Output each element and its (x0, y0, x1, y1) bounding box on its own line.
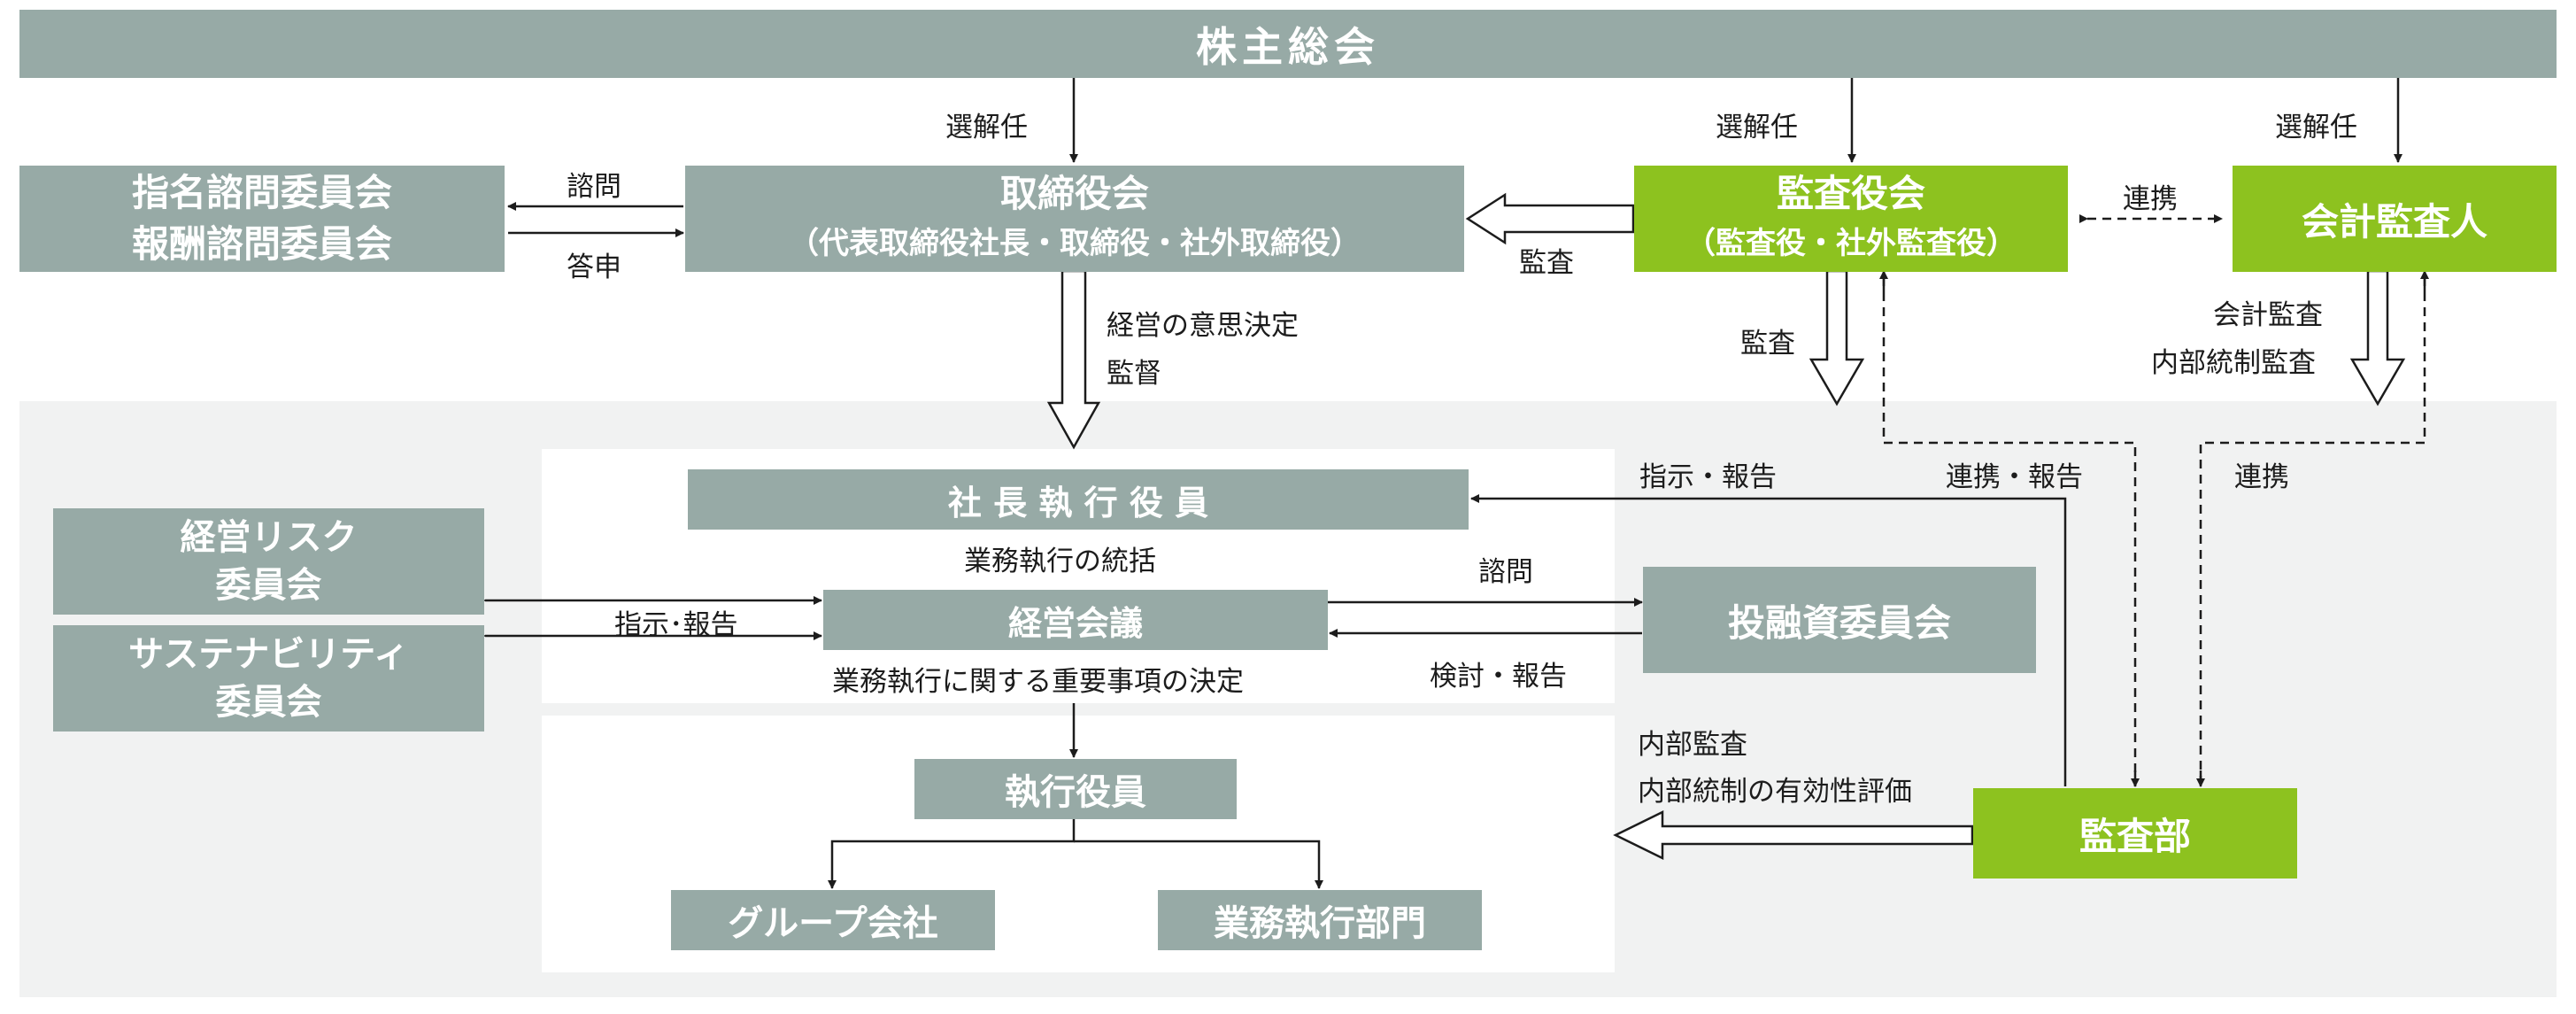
management-meeting-box: 経営会議 (823, 590, 1328, 650)
instruct-report-president-label: 指示・報告 (1639, 461, 1777, 493)
nomination-remuneration-committee-box: 指名諮問委員会 報酬諮問委員会 (19, 166, 505, 272)
remuneration-committee-label: 報酬諮問委員会 (131, 222, 392, 266)
audit-down-hollow-arrow (1809, 269, 1865, 406)
audit-board-subtitle: （監査役・社外監査役） (1685, 226, 2017, 261)
audit-to-board-hollow-arrow (1465, 192, 1635, 245)
accounting-audit-hollow-arrow (2349, 269, 2406, 406)
board-to-execution-hollow-arrow (1046, 269, 1101, 450)
executive-officers-label: 執行役員 (1005, 772, 1146, 813)
internal-audit-hollow-arrow (1613, 809, 1974, 861)
accounting-audit-label: 会計監査 (2213, 299, 2323, 331)
management-risk-label-2: 委員会 (215, 565, 322, 606)
instruct-report-path (1470, 494, 2067, 786)
president-role-label: 業務執行の統括 (964, 546, 1156, 577)
elect-accountant-label: 選解任 (2275, 112, 2357, 143)
consult-committee-label: 諮問 (567, 171, 621, 203)
business-divisions-label: 業務執行部門 (1214, 903, 1426, 944)
board-of-directors-box: 取締役会 （代表取締役社長・取締役・社外取締役） (685, 166, 1464, 272)
sustainability-label-1: サステナビリティ (128, 634, 409, 675)
instruct-report-left-label: 指示･報告 (614, 609, 738, 641)
accounting-auditor-label: 会計監査人 (2301, 199, 2487, 244)
consult-investment-label: 諮問 (1478, 556, 1533, 588)
executive-officers-box: 執行役員 (914, 759, 1237, 819)
audit-board-title: 監査役会 (1776, 172, 1925, 215)
cooperation-top-label: 連携 (2123, 183, 2178, 215)
accounting-auditor-box: 会計監査人 (2233, 166, 2557, 272)
group-companies-box: グループ会社 (671, 890, 995, 950)
supervision-label: 監督 (1107, 358, 1161, 390)
president-box: 社 長 執 行 役 員 (688, 469, 1469, 530)
meeting-role-label: 業務執行に関する重要事項の決定 (832, 666, 1244, 698)
audit-down-label: 監査 (1740, 328, 1795, 360)
audit-department-box: 監査部 (1973, 788, 2297, 879)
elect-board-label: 選解任 (945, 112, 1028, 143)
sustainability-label-2: 委員会 (215, 682, 322, 723)
management-risk-committee-box: 経営リスク 委員会 (53, 508, 484, 615)
cooperation-report-label: 連携・報告 (1946, 461, 2083, 493)
accountant-cooperation-path (2199, 277, 2426, 786)
review-report-label: 検討・報告 (1430, 661, 1567, 693)
cooperation-right-label: 連携 (2234, 461, 2289, 493)
general-meeting-label: 株主総会 (1196, 22, 1380, 71)
audit-department-label: 監査部 (2079, 814, 2191, 858)
internal-control-eval-label: 内部統制の有効性評価 (1638, 776, 1912, 808)
investment-committee-box: 投融資委員会 (1643, 567, 2036, 673)
group-companies-label: グループ会社 (728, 903, 938, 944)
investment-committee-label: 投融資委員会 (1727, 600, 1951, 645)
elect-audit-label: 選解任 (1716, 112, 1798, 143)
board-subtitle: （代表取締役社長・取締役・社外取締役） (789, 226, 1361, 261)
audit-board-box: 監査役会 （監査役・社外監査役） (1634, 166, 2068, 272)
audit-board-cooperation-path (1882, 277, 2137, 786)
general-meeting-box: 株主総会 (19, 10, 2557, 78)
internal-control-audit-label: 内部統制監査 (2151, 347, 2316, 379)
management-meeting-label: 経営会議 (1007, 603, 1143, 643)
president-label: 社 長 執 行 役 員 (947, 483, 1209, 522)
sustainability-committee-box: サステナビリティ 委員会 (53, 625, 484, 731)
report-committee-label: 答申 (567, 252, 621, 283)
decision-label: 経営の意思決定 (1107, 310, 1299, 342)
nomination-committee-label: 指名諮問委員会 (131, 171, 392, 214)
board-title: 取締役会 (999, 172, 1149, 215)
audit-to-board-label: 監査 (1519, 247, 1574, 279)
internal-audit-label: 内部監査 (1638, 729, 1747, 761)
business-divisions-box: 業務執行部門 (1158, 890, 1482, 950)
management-risk-label-1: 経営リスク (180, 517, 358, 558)
